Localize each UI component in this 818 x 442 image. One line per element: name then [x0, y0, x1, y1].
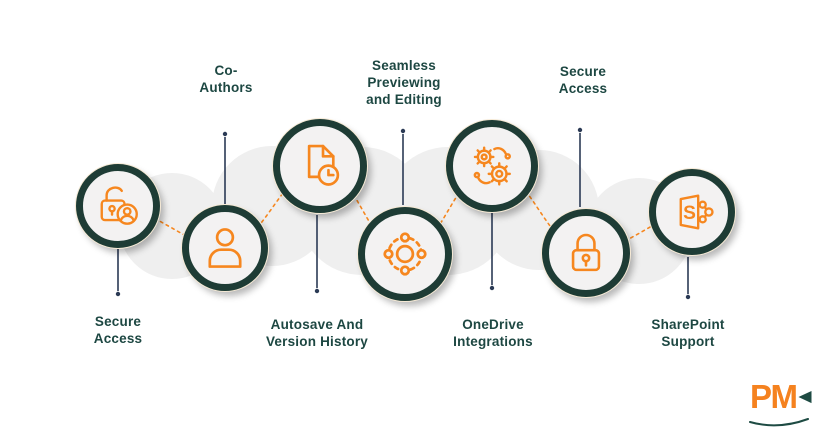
node-label-sharepoint-support: SharePoint Support	[651, 317, 725, 349]
gears-sync-icon	[473, 146, 511, 186]
pm-logo-text: PM	[750, 378, 798, 415]
node-circle-secure-access-2	[542, 209, 630, 297]
user-icon	[208, 228, 242, 268]
hub-orbit-icon	[383, 232, 427, 276]
unlocked-padlock-user-icon	[100, 186, 138, 225]
node-circle-autosave-version-history	[273, 119, 367, 213]
padlock-icon	[571, 233, 601, 272]
node-label-autosave-version-history: Autosave And Version History	[265, 317, 369, 349]
node-label-secure-access-2: Secure Access	[558, 64, 608, 96]
sharepoint-icon: S	[679, 194, 714, 230]
node-circle-sharepoint-support: S	[649, 169, 735, 255]
pm-logo-arrow-icon	[798, 391, 812, 404]
node-circle-co-authors	[182, 205, 268, 291]
pointer-lines	[115, 127, 691, 300]
node-circle-onedrive-integrations	[446, 120, 538, 212]
node-circle-secure-access-1	[76, 164, 160, 248]
pm-logo: PM	[748, 378, 814, 430]
node-label-secure-access-1: Secure Access	[93, 314, 143, 346]
node-label-onedrive-integrations: OneDrive Integrations	[453, 317, 533, 349]
document-clock-icon	[307, 144, 340, 186]
node-label-seamless-previewing-editing: Seamless Previewing and Editing	[366, 58, 442, 107]
node-circle-seamless-previewing-editing	[358, 207, 452, 301]
node-label-co-authors: Co- Authors	[199, 63, 253, 95]
pm-logo-swoosh	[749, 418, 809, 427]
svg-text:S: S	[683, 203, 696, 224]
